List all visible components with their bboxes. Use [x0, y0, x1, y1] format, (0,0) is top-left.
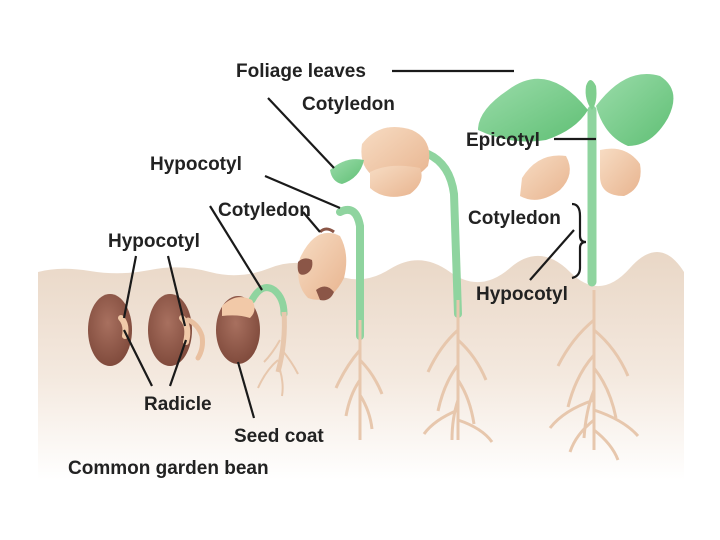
label-foliage-leaves: Foliage leaves: [236, 61, 366, 82]
label-cotyledon-right: Cotyledon: [468, 208, 561, 229]
label-hypocotyl-left: Hypocotyl: [108, 231, 200, 252]
label-cotyledon-top: Cotyledon: [302, 94, 395, 115]
label-seed-coat: Seed coat: [234, 426, 324, 447]
diagram-caption: Common garden bean: [68, 458, 269, 479]
label-cotyledon-mid: Cotyledon: [218, 200, 311, 221]
label-epicotyl: Epicotyl: [466, 130, 540, 151]
label-hypocotyl-right: Hypocotyl: [476, 284, 568, 305]
label-hypocotyl-upper: Hypocotyl: [150, 154, 242, 175]
label-radicle: Radicle: [144, 394, 212, 415]
